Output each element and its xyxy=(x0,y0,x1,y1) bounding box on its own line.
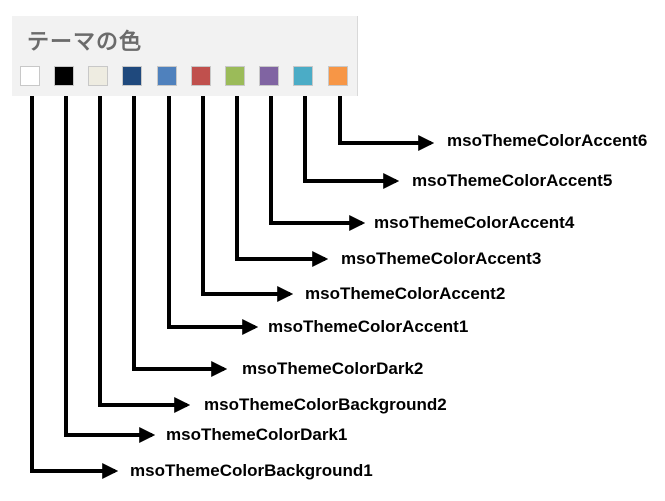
leader-line-accent4 xyxy=(269,96,366,231)
label-accent6: msoThemeColorAccent6 xyxy=(447,131,648,150)
leader-line-accent6 xyxy=(338,96,435,151)
leader-line-accent5 xyxy=(303,96,400,189)
swatch-accent3[interactable] xyxy=(225,66,245,86)
swatch-dark2[interactable] xyxy=(122,66,142,86)
label-background1: msoThemeColorBackground1 xyxy=(130,461,373,480)
swatch-accent6[interactable] xyxy=(328,66,348,86)
label-background2: msoThemeColorBackground2 xyxy=(204,395,447,414)
leader-line-dark1 xyxy=(64,96,156,443)
swatch-accent2[interactable] xyxy=(191,66,211,86)
swatch-accent5[interactable] xyxy=(293,66,313,86)
swatch-accent1[interactable] xyxy=(157,66,177,86)
label-accent1: msoThemeColorAccent1 xyxy=(268,317,469,336)
label-dark1: msoThemeColorDark1 xyxy=(166,425,348,444)
leader-line-background1 xyxy=(30,96,119,479)
swatch-dark1[interactable] xyxy=(54,66,74,86)
leader-line-dark2 xyxy=(132,96,228,377)
leader-line-accent2 xyxy=(201,96,294,302)
swatch-background2[interactable] xyxy=(88,66,108,86)
swatch-background1[interactable] xyxy=(20,66,40,86)
label-accent5: msoThemeColorAccent5 xyxy=(412,171,613,190)
leader-line-background2 xyxy=(98,96,191,413)
label-accent3: msoThemeColorAccent3 xyxy=(341,249,542,268)
label-accent4: msoThemeColorAccent4 xyxy=(374,213,575,232)
label-accent2: msoThemeColorAccent2 xyxy=(305,284,506,303)
swatch-accent4[interactable] xyxy=(259,66,279,86)
theme-color-palette: テーマの色 xyxy=(12,16,358,96)
palette-title: テーマの色 xyxy=(27,30,143,55)
leader-line-accent1 xyxy=(167,96,259,335)
label-dark2: msoThemeColorDark2 xyxy=(242,359,424,378)
leader-line-accent3 xyxy=(235,96,329,267)
